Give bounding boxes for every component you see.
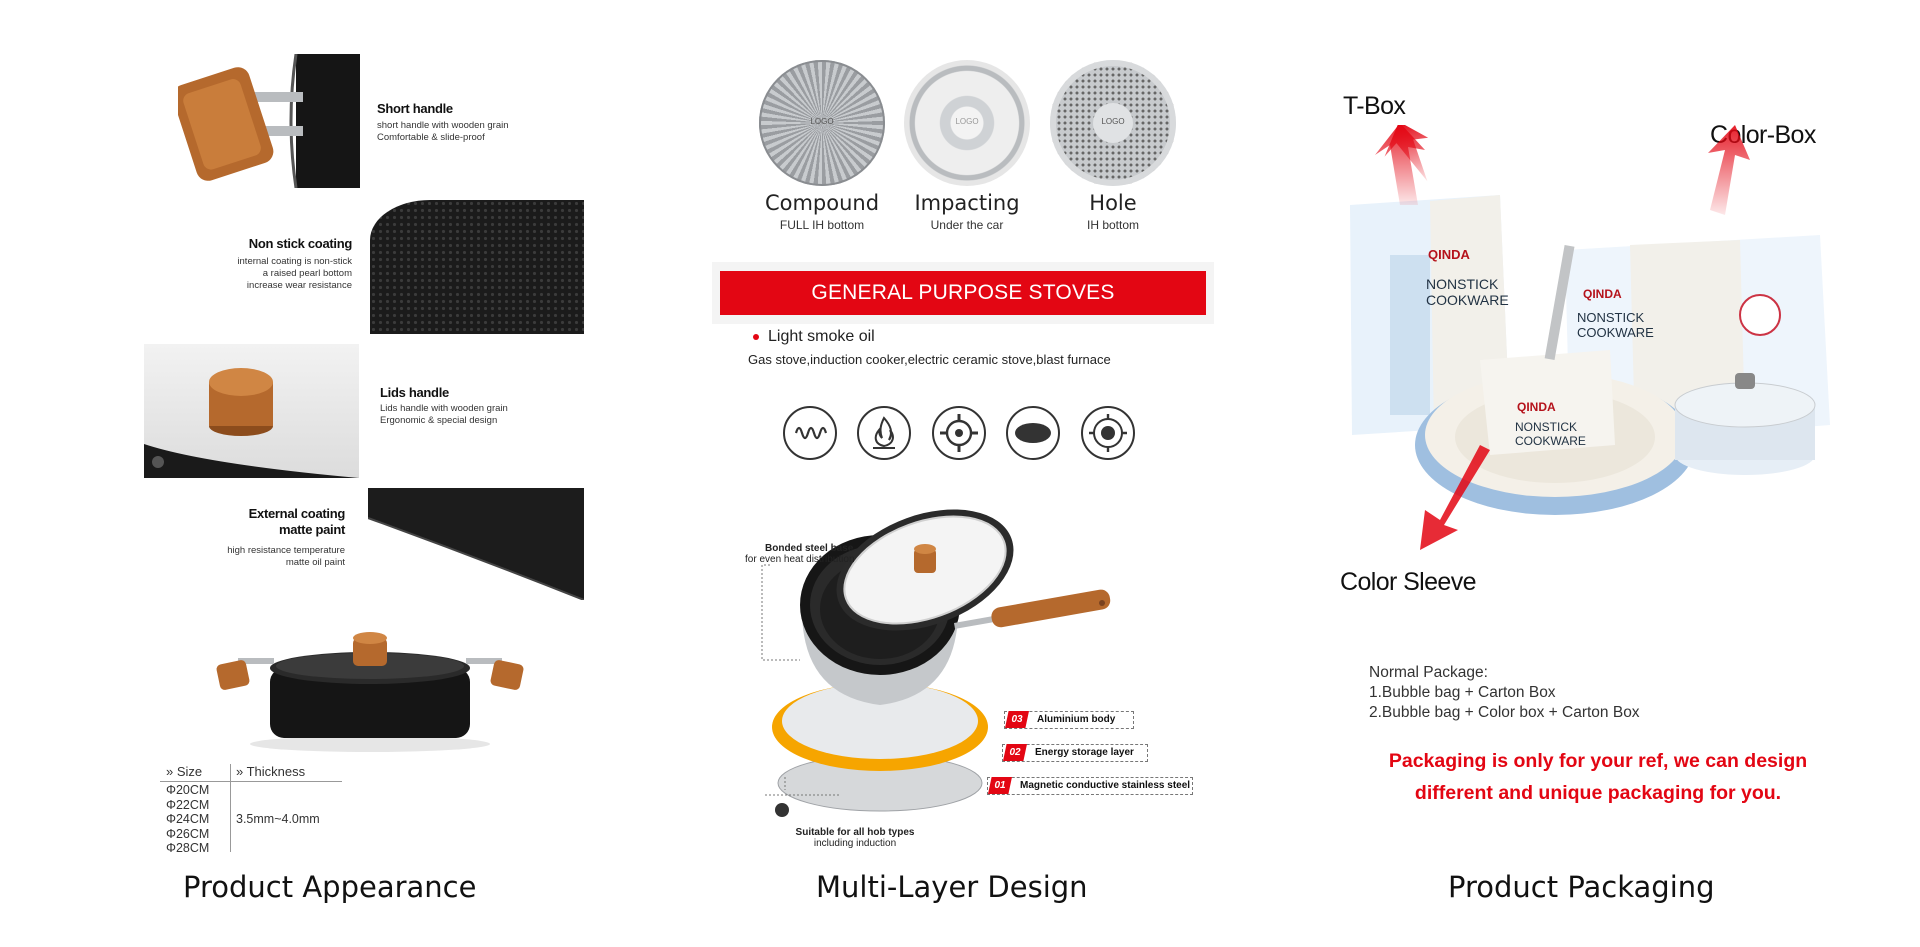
stoves-banner: GENERAL PURPOSE STOVES bbox=[720, 271, 1206, 315]
layer-03-tag: 03 Aluminium body bbox=[1004, 711, 1134, 729]
external-coating-title: External coating matte paint bbox=[248, 506, 346, 537]
size-table-header: » Size » Thickness bbox=[160, 764, 342, 782]
thickness-value: 3.5mm~4.0mm bbox=[236, 812, 320, 826]
lids-handle-title: Lids handle bbox=[380, 385, 449, 400]
layer-01-number: 01 bbox=[988, 777, 1012, 794]
bullet-text: Light smoke oil bbox=[768, 328, 875, 345]
stoves-text: Gas stove,induction cooker,electric cera… bbox=[748, 352, 1111, 367]
short-handle-desc: short handle with wooden grain Comfortab… bbox=[377, 120, 509, 143]
color-sleeve-label: Color Sleeve bbox=[1340, 568, 1477, 596]
package-option: 1.Bubble bag + Carton Box bbox=[1369, 684, 1556, 701]
impacting-label: Impacting bbox=[914, 191, 1020, 215]
logo-mark: LOGO bbox=[810, 117, 834, 126]
bullet-dot bbox=[753, 333, 759, 340]
hob-types-label: Suitable for all hob types including ind… bbox=[795, 827, 915, 849]
impacting-bottom-disc: LOGO bbox=[904, 60, 1030, 186]
layer-01-label: Magnetic conductive stainless steel bbox=[1020, 780, 1191, 791]
size-item: Φ26CM bbox=[166, 826, 210, 841]
size-item: Φ24CM bbox=[166, 812, 210, 827]
flame-stove-icon bbox=[857, 406, 911, 460]
size-item: Φ22CM bbox=[166, 797, 210, 812]
short-handle-title: Short handle bbox=[377, 101, 453, 116]
lids-handle-desc: Lids handle with wooden grain Ergonomic … bbox=[380, 403, 508, 426]
size-table: » Size » Thickness Φ20CM Φ22CM Φ24CM Φ26… bbox=[160, 764, 342, 855]
packaging-note: Packaging is only for your ref, we can d… bbox=[1388, 750, 1808, 804]
layer-02-tag: 02 Energy storage layer bbox=[1002, 744, 1148, 762]
sleeve-brand: QINDA bbox=[1517, 400, 1556, 414]
size-item: Φ20CM bbox=[166, 783, 210, 797]
thickness-header: » Thickness bbox=[236, 764, 306, 779]
package-option: 2.Bubble bag + Color box + Carton Box bbox=[1369, 704, 1640, 721]
short-handle-photo bbox=[178, 54, 360, 188]
compound-label: Compound bbox=[764, 191, 880, 215]
multi-layer-pan-illustration bbox=[740, 505, 1170, 835]
compound-bottom-disc: LOGO bbox=[759, 60, 885, 186]
t-box-label: T-Box bbox=[1343, 92, 1406, 120]
normal-package-info: Normal Package: 1.Bubble bag + Carton Bo… bbox=[1369, 663, 1640, 723]
sleeve-text: NONSTICK COOKWARE bbox=[1515, 420, 1586, 448]
lids-handle-photo bbox=[144, 344, 359, 478]
packaging-title: Product Packaging bbox=[1448, 870, 1715, 904]
size-item: Φ28CM bbox=[166, 841, 210, 856]
logo-mark: LOGO bbox=[1101, 117, 1125, 126]
ceramic-plate-icon bbox=[1006, 406, 1060, 460]
casserole-pot-photo bbox=[210, 628, 530, 753]
external-coating-desc: high resistance temperature matte oil pa… bbox=[227, 545, 345, 568]
layer-02-number: 02 bbox=[1003, 744, 1027, 761]
hole-sub: IH bottom bbox=[1086, 218, 1140, 232]
t-box-brand: QINDA bbox=[1428, 247, 1470, 262]
induction-hob-icon bbox=[1081, 406, 1135, 460]
normal-package-heading: Normal Package: bbox=[1369, 664, 1488, 681]
non-stick-desc: internal coating is non-stick a raised p… bbox=[237, 256, 352, 291]
coil-stove-icon bbox=[783, 406, 837, 460]
bullet-line: Light smoke oil bbox=[753, 328, 875, 346]
bonded-base-label: Bonded steel base for even heat distribu… bbox=[745, 543, 855, 565]
non-stick-title: Non stick coating bbox=[248, 236, 353, 251]
layer-03-number: 03 bbox=[1005, 711, 1029, 728]
size-header: » Size bbox=[166, 764, 203, 779]
impacting-sub: Under the car bbox=[930, 218, 1004, 232]
gas-burner-icon bbox=[932, 406, 986, 460]
compound-sub: FULL IH bottom bbox=[779, 218, 865, 232]
color-box-brand: QINDA bbox=[1583, 287, 1622, 301]
non-stick-coating-photo bbox=[370, 200, 584, 334]
t-box-text: NONSTICK COOKWARE bbox=[1426, 276, 1509, 308]
layer-03-label: Aluminium body bbox=[1037, 714, 1116, 725]
color-box-text: NONSTICK COOKWARE bbox=[1577, 310, 1654, 340]
layer-01-tag: 01 Magnetic conductive stainless steel bbox=[987, 777, 1193, 795]
design-title: Multi-Layer Design bbox=[816, 870, 1088, 904]
appearance-title: Product Appearance bbox=[183, 870, 477, 904]
external-coating-photo bbox=[368, 488, 584, 600]
logo-mark: LOGO bbox=[955, 117, 979, 126]
hole-label: Hole bbox=[1089, 191, 1137, 215]
size-list: Φ20CM Φ22CM Φ24CM Φ26CM Φ28CM bbox=[166, 783, 209, 856]
layer-02-label: Energy storage layer bbox=[1035, 747, 1134, 758]
packaging-photo bbox=[1330, 125, 1850, 565]
hole-bottom-disc: LOGO bbox=[1050, 60, 1176, 186]
